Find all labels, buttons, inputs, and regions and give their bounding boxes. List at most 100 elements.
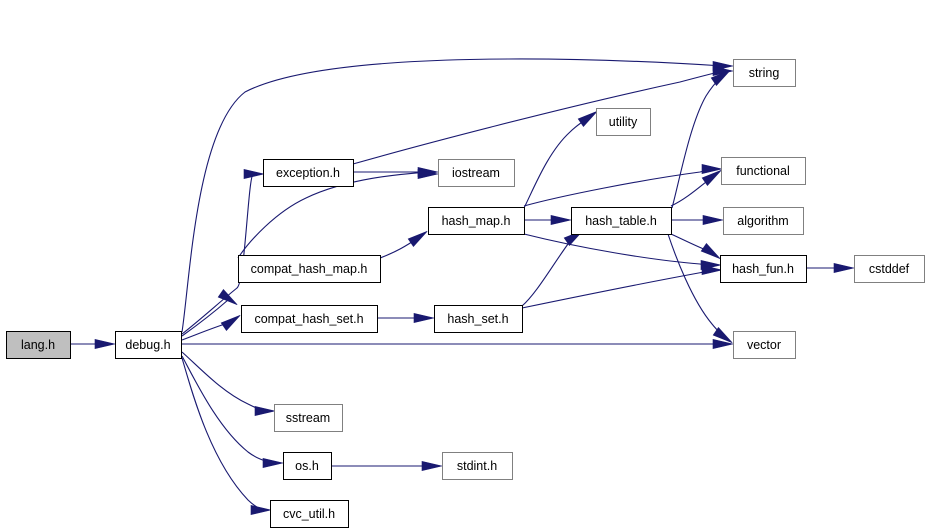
node-hash_set[interactable]: hash_set.h [434, 305, 523, 333]
node-cstddef[interactable]: cstddef [854, 255, 925, 283]
node-box-exception[interactable] [263, 159, 354, 187]
node-compat_hash_map[interactable]: compat_hash_map.h [238, 255, 381, 283]
node-box-hash_fun[interactable] [720, 255, 807, 283]
node-label-hash_set: hash_set.h [447, 312, 508, 326]
node-utility[interactable]: utility [596, 108, 651, 136]
arrowhead-icon [712, 339, 734, 349]
node-label-cstddef: cstddef [869, 262, 910, 276]
arrowhead-icon [250, 505, 272, 515]
node-label-iostream: iostream [452, 166, 500, 180]
node-label-functional: functional [736, 164, 790, 178]
arrowhead-icon [550, 215, 572, 225]
node-functional[interactable]: functional [721, 157, 806, 185]
arrowhead-icon [701, 170, 722, 186]
node-label-stdint: stdint.h [457, 459, 497, 473]
arrowhead-icon [421, 461, 443, 471]
node-box-compat_hash_map[interactable] [238, 255, 381, 283]
node-label-utility: utility [609, 115, 638, 129]
node-exception[interactable]: exception.h [263, 159, 354, 187]
node-algorithm[interactable]: algorithm [723, 207, 804, 235]
arrowhead-icon [833, 263, 855, 273]
arrowhead-icon [701, 164, 723, 174]
edge-hash_map-to-utility [523, 117, 589, 209]
arrowhead-icon [700, 243, 721, 259]
node-cvc_util[interactable]: cvc_util.h [270, 500, 349, 528]
node-label-hash_table: hash_table.h [585, 214, 657, 228]
node-label-sstream: sstream [286, 411, 330, 425]
node-label-os: os.h [295, 459, 319, 473]
arrowhead-icon [217, 289, 238, 305]
node-label-debug: debug.h [125, 338, 170, 352]
arrowhead-icon [220, 315, 241, 331]
node-os[interactable]: os.h [283, 452, 332, 480]
arrowhead-icon [254, 406, 276, 416]
node-label-exception: exception.h [276, 166, 340, 180]
edge-compat_hash_map-to-iostream [237, 171, 429, 259]
arrowhead-icon [712, 327, 733, 343]
edge-hash_set-to-hash_fun [521, 269, 712, 309]
node-lang[interactable]: lang.h [6, 331, 71, 359]
node-box-string[interactable] [733, 59, 796, 87]
node-box-hash_map[interactable] [428, 207, 525, 235]
arrowhead-icon [94, 339, 116, 349]
node-debug[interactable]: debug.h [115, 331, 182, 359]
node-box-hash_set[interactable] [434, 305, 523, 333]
node-label-string: string [749, 66, 780, 80]
node-box-os[interactable] [283, 452, 332, 480]
node-box-algorithm[interactable] [723, 207, 804, 235]
edge-debug-to-os [181, 355, 273, 464]
node-sstream[interactable]: sstream [274, 404, 343, 432]
node-box-cvc_util[interactable] [270, 500, 349, 528]
edge-debug-to-compat_hash_map [181, 299, 229, 337]
node-box-compat_hash_set[interactable] [241, 305, 378, 333]
node-box-functional[interactable] [721, 157, 806, 185]
edge-debug-to-exception [181, 173, 254, 335]
node-box-iostream[interactable] [438, 159, 515, 187]
arrowhead-icon [417, 169, 439, 179]
edges-layer [70, 58, 855, 515]
nodes-layer: lang.h debug.h string utility exception.h ios… [6, 59, 925, 528]
node-label-algorithm: algorithm [737, 214, 788, 228]
node-box-sstream[interactable] [274, 404, 343, 432]
node-label-vector: vector [747, 338, 781, 352]
node-box-debug[interactable] [115, 331, 182, 359]
edge-exception-to-string [352, 70, 724, 165]
node-iostream[interactable]: iostream [438, 159, 515, 187]
node-label-cvc_util: cvc_util.h [283, 507, 335, 521]
edge-hash_table-to-string [671, 76, 722, 209]
arrowhead-icon [702, 215, 724, 225]
node-hash_map[interactable]: hash_map.h [428, 207, 525, 235]
node-label-hash_map: hash_map.h [442, 214, 511, 228]
node-label-lang: lang.h [21, 338, 55, 352]
node-box-lang[interactable] [6, 331, 71, 359]
node-hash_table[interactable]: hash_table.h [571, 207, 672, 235]
edge-hash_set-to-hash_table [521, 236, 575, 307]
node-box-cstddef[interactable] [854, 255, 925, 283]
node-vector[interactable]: vector [733, 331, 796, 359]
node-stdint[interactable]: stdint.h [442, 452, 513, 480]
arrowhead-icon [577, 111, 598, 127]
node-box-utility[interactable] [596, 108, 651, 136]
arrowhead-icon [262, 458, 284, 468]
arrowhead-icon [413, 313, 435, 323]
node-hash_fun[interactable]: hash_fun.h [720, 255, 807, 283]
edge-debug-to-sstream [181, 351, 265, 412]
node-string[interactable]: string [733, 59, 796, 87]
node-label-compat_hash_set: compat_hash_set.h [254, 312, 363, 326]
node-box-vector[interactable] [733, 331, 796, 359]
edge-hash_map-to-hash_fun [523, 233, 712, 266]
edge-hash_map-to-functional [523, 168, 713, 207]
arrowhead-icon [407, 231, 428, 247]
arrowhead-icon [710, 70, 731, 86]
node-box-hash_table[interactable] [571, 207, 672, 235]
node-box-stdint[interactable] [442, 452, 513, 480]
edge-hash_table-to-vector [667, 233, 724, 337]
arrowhead-icon [701, 265, 723, 275]
node-label-hash_fun: hash_fun.h [732, 262, 794, 276]
node-label-compat_hash_map: compat_hash_map.h [251, 262, 368, 276]
edge-debug-to-cvc_util [181, 357, 261, 510]
arrowhead-icon [243, 169, 265, 179]
node-compat_hash_set[interactable]: compat_hash_set.h [241, 305, 378, 333]
